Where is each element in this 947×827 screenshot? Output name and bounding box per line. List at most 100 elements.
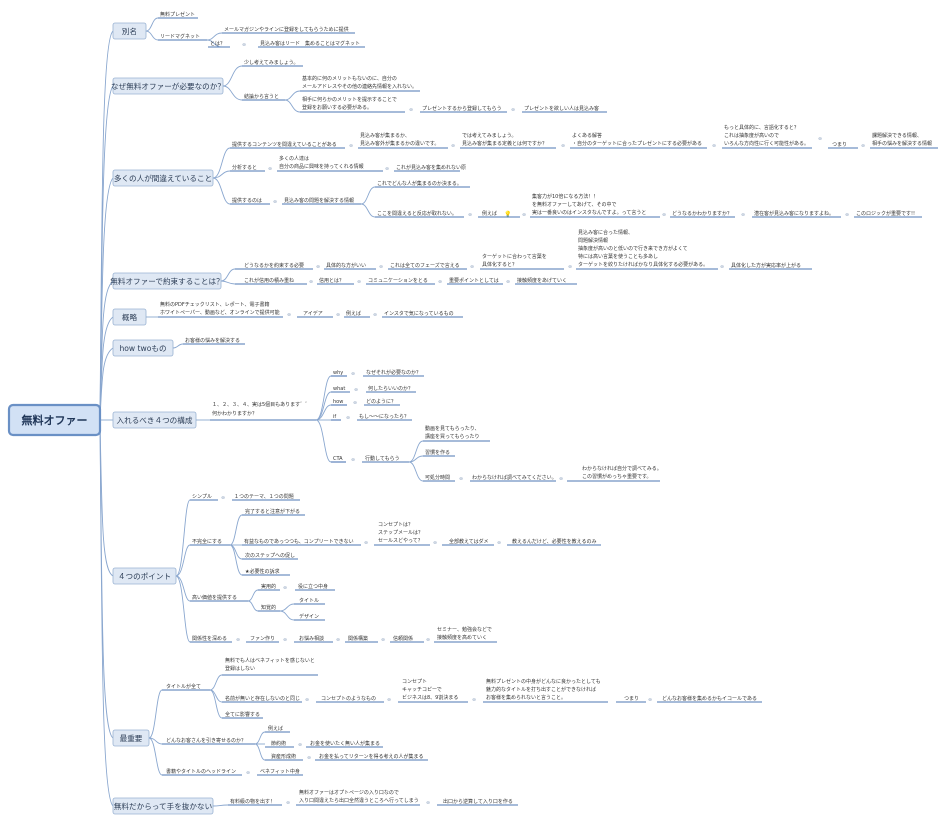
node-text: もし〜〜になったら？ — [359, 413, 409, 420]
branch-why-free-offer[interactable]: なぜ無料オファーが必要なのか？ — [111, 77, 225, 95]
collapse-icon[interactable]: ⊖ — [561, 144, 565, 149]
node-text: 具体化すると？ — [482, 261, 517, 268]
node-text: 不完全にする — [192, 538, 222, 545]
collapse-icon[interactable]: ⊖ — [305, 698, 309, 703]
node-text: を無料オファーしてあげて、その中で — [532, 201, 616, 208]
collapse-icon[interactable]: ⊖ — [351, 372, 355, 377]
collapse-icon[interactable]: ⊖ — [438, 280, 442, 285]
collapse-icon[interactable]: ⊖ — [845, 213, 849, 218]
node-text: 全てに影響する — [225, 711, 260, 718]
collapse-icon[interactable]: ⊖ — [720, 265, 724, 270]
collapse-icon[interactable]: ⊖ — [387, 698, 391, 703]
branch-7-children: １、２、３、４、実は5個目もあります゛゛ 何かわかりますか？ why ⊖ なぜそ… — [196, 369, 662, 482]
collapse-icon[interactable]: ⊖ — [353, 401, 357, 406]
node-text: ホワイトペーパー、動画など、オンラインで提供可能 — [160, 309, 280, 316]
node-text: ベネフィット中身 — [260, 768, 300, 775]
collapse-icon[interactable]: ⊖ — [283, 638, 287, 643]
node-text: 具体的な方がいい — [326, 262, 366, 269]
collapse-icon[interactable]: ⊖ — [351, 458, 355, 463]
collapse-icon[interactable]: ⊖ — [468, 213, 472, 218]
collapse-icon[interactable]: ⊖ — [364, 541, 368, 546]
collapse-icon[interactable]: ⊖ — [506, 280, 510, 285]
collapse-icon[interactable]: ⊖ — [336, 638, 340, 643]
node-text: CTA — [333, 456, 343, 462]
collapse-icon[interactable]: ⊖ — [354, 388, 358, 393]
collapse-icon[interactable]: ⊖ — [283, 586, 287, 591]
branch-four-points[interactable]: ４つのポイント — [112, 567, 177, 585]
node-text: 提供するコンテンツを間違えていることがある — [232, 141, 337, 148]
node-text: ファン作り — [250, 635, 275, 642]
collapse-icon[interactable]: ⊖ — [426, 638, 430, 643]
branch-most-important[interactable]: 最重要 — [112, 729, 150, 747]
collapse-icon[interactable]: ⊖ — [451, 144, 455, 149]
collapse-icon[interactable]: ⊖ — [316, 265, 320, 270]
node-text: お金を払ってリターンを得る考えの人が集まる — [319, 753, 424, 760]
branch-betsumei[interactable]: 別名 — [112, 22, 147, 40]
collapse-icon[interactable]: ⊖ — [221, 496, 225, 501]
collapse-icon[interactable]: ⊖ — [349, 144, 353, 149]
collapse-icon[interactable]: ⊖ — [373, 313, 377, 318]
collapse-icon[interactable]: ⊖ — [818, 137, 822, 142]
collapse-icon[interactable]: ⊖ — [381, 638, 385, 643]
collapse-icon[interactable]: ⊖ — [242, 43, 246, 48]
node-text: 相手に何らかのメリットを提示することで — [302, 96, 397, 103]
collapse-icon[interactable]: ⊖ — [559, 477, 563, 482]
collapse-icon[interactable]: ⊖ — [287, 313, 291, 318]
collapse-icon[interactable]: ⊖ — [268, 167, 272, 172]
node-text: アイデア — [303, 310, 323, 317]
collapse-icon[interactable]: ⊖ — [662, 213, 666, 218]
root-connectors — [99, 30, 114, 807]
collapse-icon[interactable]: ⊖ — [497, 541, 501, 546]
collapse-icon[interactable]: ⊖ — [307, 756, 311, 761]
collapse-icon[interactable]: ⊖ — [236, 638, 240, 643]
collapse-icon[interactable]: ⊖ — [470, 265, 474, 270]
collapse-icon[interactable]: ⊖ — [568, 265, 572, 270]
collapse-icon[interactable]: ⊖ — [286, 801, 290, 806]
collapse-icon[interactable]: ⊖ — [472, 698, 476, 703]
collapse-icon[interactable]: ⊖ — [336, 313, 340, 318]
branch-6-children: お客様の悩みを解決する — [172, 337, 245, 349]
collapse-icon[interactable]: ⊖ — [346, 416, 350, 421]
branch-how-two[interactable]: how twoもの — [112, 339, 174, 357]
collapse-icon[interactable]: ⊖ — [861, 144, 865, 149]
collapse-icon[interactable]: ⊖ — [379, 265, 383, 270]
node-text: 接触頻度を高めていく — [437, 634, 487, 641]
node-text: 分析すると — [232, 164, 257, 171]
collapse-icon[interactable]: ⊖ — [409, 108, 413, 113]
branch-no-shortcuts[interactable]: 無料だからって手を抜かない — [112, 797, 214, 815]
node-text: 完了すると注意が下がる — [245, 508, 300, 515]
branch-promise[interactable]: 無料オファーで約束することは？ — [110, 272, 224, 290]
node-text: わからなければ調べてみてください。 — [472, 474, 557, 481]
root-node[interactable]: 無料オファー — [7, 403, 102, 437]
collapse-icon[interactable]: ⊖ — [273, 200, 277, 205]
node-text: セミナー、勉強会などで — [437, 626, 492, 633]
collapse-icon[interactable]: ⊖ — [426, 801, 430, 806]
node-text: メールマガジンやラインに登録をしてもらうために提供 — [224, 26, 349, 33]
node-text: このロジックが重要です!! — [856, 210, 915, 217]
collapse-icon[interactable]: ⊖ — [459, 477, 463, 482]
branch-common-mistakes[interactable]: 多くの人が間違えていること — [112, 169, 214, 187]
node-text: タイトル — [299, 597, 319, 604]
collapse-icon[interactable]: ⊖ — [648, 698, 652, 703]
node-text: 少し考えてみましょう。 — [244, 60, 298, 66]
collapse-icon[interactable]: ⊖ — [433, 541, 437, 546]
collapse-icon[interactable]: ⊖ — [385, 167, 389, 172]
node-text: 無料プレゼントの中身がどんなに良かったとしても — [486, 678, 601, 685]
node-text: 見込み客に合った情報、 — [578, 229, 633, 236]
collapse-icon[interactable]: ⊖ — [309, 280, 313, 285]
node-text: 例えば — [268, 725, 283, 732]
collapse-icon[interactable]: ⊖ — [357, 280, 361, 285]
branch-label: how twoもの — [119, 344, 166, 353]
node-text: これは全てのフェーズで言える — [390, 262, 460, 269]
branch-overview[interactable]: 概略 — [112, 308, 147, 326]
collapse-icon[interactable]: ⊖ — [511, 108, 515, 113]
collapse-icon[interactable]: ⊖ — [522, 213, 526, 218]
collapse-icon[interactable]: ⊖ — [246, 771, 250, 776]
branch-four-components[interactable]: 入れるべき４つの構成 — [112, 411, 197, 429]
collapse-icon[interactable]: ⊖ — [712, 144, 716, 149]
collapse-icon[interactable]: ⊖ — [741, 213, 745, 218]
node-text: コンセプトは？ — [378, 522, 413, 528]
node-text: 集客力が10倍になる方法！！ — [532, 193, 598, 200]
collapse-icon[interactable]: ⊖ — [298, 743, 302, 748]
